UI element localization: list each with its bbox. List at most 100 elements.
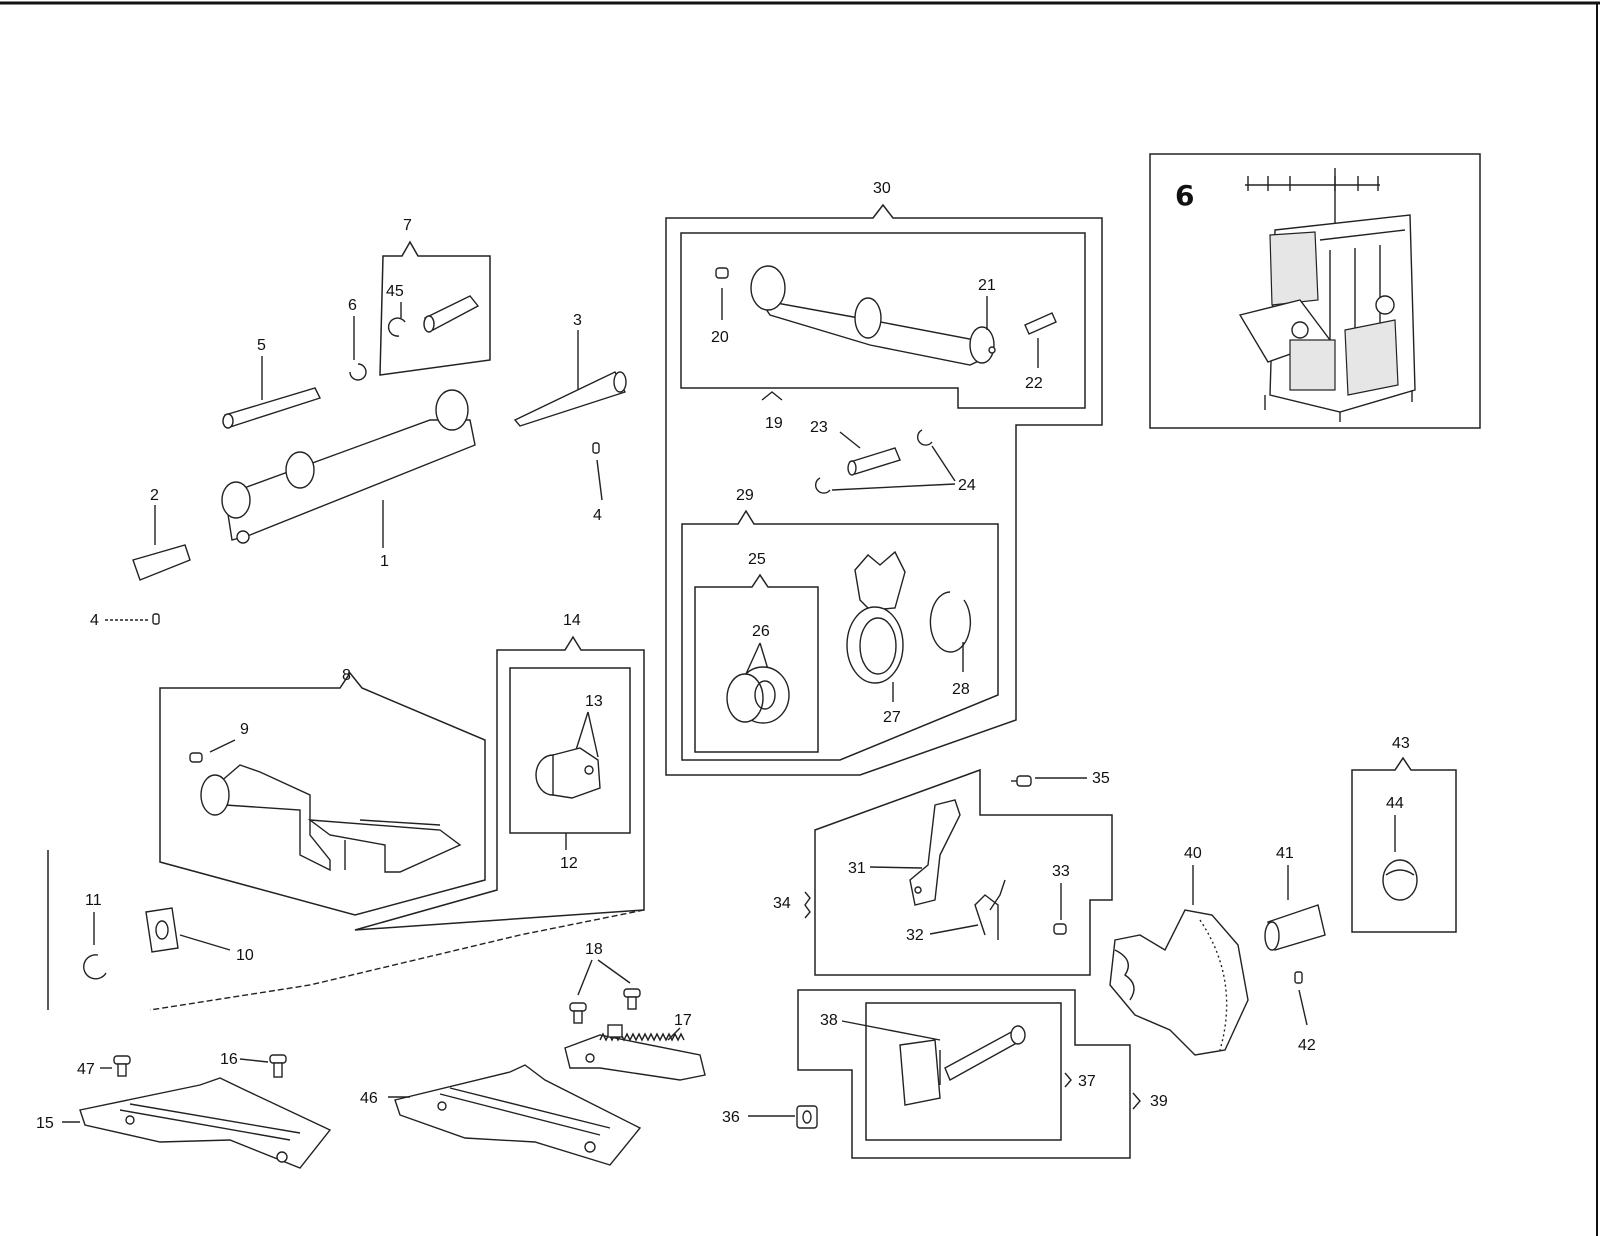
label-1: 1	[380, 553, 389, 570]
screw-4b	[152, 613, 160, 625]
arm-1	[221, 389, 476, 544]
e-ring-24b	[814, 477, 831, 494]
label-46: 46	[360, 1090, 378, 1107]
label-39: 39	[1150, 1093, 1168, 1110]
group-39: 38 37 39 36	[722, 989, 1168, 1159]
pin-9	[189, 752, 203, 763]
label-28: 28	[952, 681, 970, 698]
label-45: 45	[386, 283, 404, 300]
label-36: 36	[722, 1109, 740, 1126]
label-13: 13	[585, 693, 603, 710]
label-41: 41	[1276, 845, 1294, 862]
label-8: 8	[342, 667, 351, 684]
cam-12	[535, 747, 601, 799]
screw-42	[1294, 971, 1303, 984]
screw-18a	[569, 1002, 587, 1024]
label-14: 14	[563, 612, 581, 629]
e-ring-45	[387, 317, 406, 337]
label-17: 17	[674, 1012, 692, 1029]
group-7: 7 45	[379, 217, 491, 376]
label-7: 7	[403, 217, 412, 234]
label-27: 27	[883, 709, 901, 726]
spring-32	[974, 879, 1006, 940]
parts-10-11: 11 10	[83, 892, 254, 980]
label-2: 2	[150, 487, 159, 504]
label-10: 10	[236, 947, 254, 964]
label-19: 19	[765, 415, 783, 432]
cap-44	[1382, 859, 1418, 901]
label-37: 37	[1078, 1073, 1096, 1090]
label-18: 18	[585, 941, 603, 958]
label-4-left: 4	[90, 612, 99, 629]
label-38: 38	[820, 1012, 838, 1029]
feed-dog-17	[564, 1024, 706, 1081]
label-9: 9	[240, 721, 249, 738]
ring-28	[929, 591, 972, 653]
label-3: 3	[573, 312, 582, 329]
serger-machine-icon	[1238, 168, 1416, 422]
group-29: 29 25 26 27 28	[681, 487, 999, 761]
pin-20	[715, 267, 729, 279]
label-4-top: 4	[593, 507, 602, 524]
sleeve-41	[1264, 904, 1326, 951]
label-23: 23	[810, 419, 828, 436]
looper-arm-assembly: 5 6 3 1 2 4 4	[90, 297, 627, 629]
label-12: 12	[560, 855, 578, 872]
label-34: 34	[773, 895, 791, 912]
group-43: 43 44	[1351, 735, 1457, 933]
label-42: 42	[1298, 1037, 1316, 1054]
label-16: 16	[220, 1051, 238, 1068]
washer-6	[349, 363, 367, 381]
label-26: 26	[752, 623, 770, 640]
label-31: 31	[848, 860, 866, 877]
needle-plate-46: 18 17 46	[360, 941, 706, 1166]
label-44: 44	[1386, 795, 1404, 812]
label-6: 6	[348, 297, 357, 314]
block-10	[145, 907, 179, 953]
group-30: 30 20 21 22 19	[665, 180, 1103, 776]
handwheel-40	[1109, 909, 1249, 1056]
label-47: 47	[77, 1061, 95, 1078]
pin-22	[1024, 312, 1057, 335]
parts-40-42: 40 41 42	[1109, 845, 1326, 1056]
screw-33	[1053, 923, 1067, 935]
e-ring-11	[83, 954, 107, 980]
shaft-19	[750, 265, 996, 366]
cap-2	[132, 544, 191, 581]
screw-4	[592, 442, 600, 454]
group-34: 35 31 32 33 34	[773, 768, 1113, 976]
inset-number: 6	[1175, 179, 1194, 212]
pin-23	[847, 447, 901, 476]
label-33: 33	[1052, 863, 1070, 880]
cap-3	[513, 371, 627, 427]
label-20: 20	[711, 329, 729, 346]
screw-35	[1011, 775, 1032, 787]
group-8: 8 9	[159, 667, 486, 916]
label-22: 22	[1025, 375, 1043, 392]
inset-machine: 6	[1149, 153, 1481, 429]
label-25: 25	[748, 551, 766, 568]
pin-5	[222, 387, 321, 429]
bracket-31	[909, 799, 961, 906]
shaft-7	[423, 295, 480, 333]
group-14: 14 13 12	[149, 612, 645, 1011]
screw-18b	[623, 988, 641, 1010]
screw-16	[269, 1054, 287, 1078]
bobbin-26	[726, 666, 790, 724]
label-21: 21	[978, 277, 996, 294]
label-43: 43	[1392, 735, 1410, 752]
block-36	[796, 1105, 818, 1129]
arm-8	[200, 764, 462, 873]
lever-38	[899, 1025, 1026, 1106]
label-40: 40	[1184, 845, 1202, 862]
needle-plate-15: 47 16 15	[36, 1051, 332, 1169]
screw-47	[113, 1055, 131, 1077]
parts-23-24: 23 24	[810, 419, 976, 494]
e-ring-24a	[916, 429, 933, 446]
label-32: 32	[906, 927, 924, 944]
label-11: 11	[85, 892, 102, 909]
label-5: 5	[257, 337, 266, 354]
label-30: 30	[873, 180, 891, 197]
label-15: 15	[36, 1115, 54, 1132]
